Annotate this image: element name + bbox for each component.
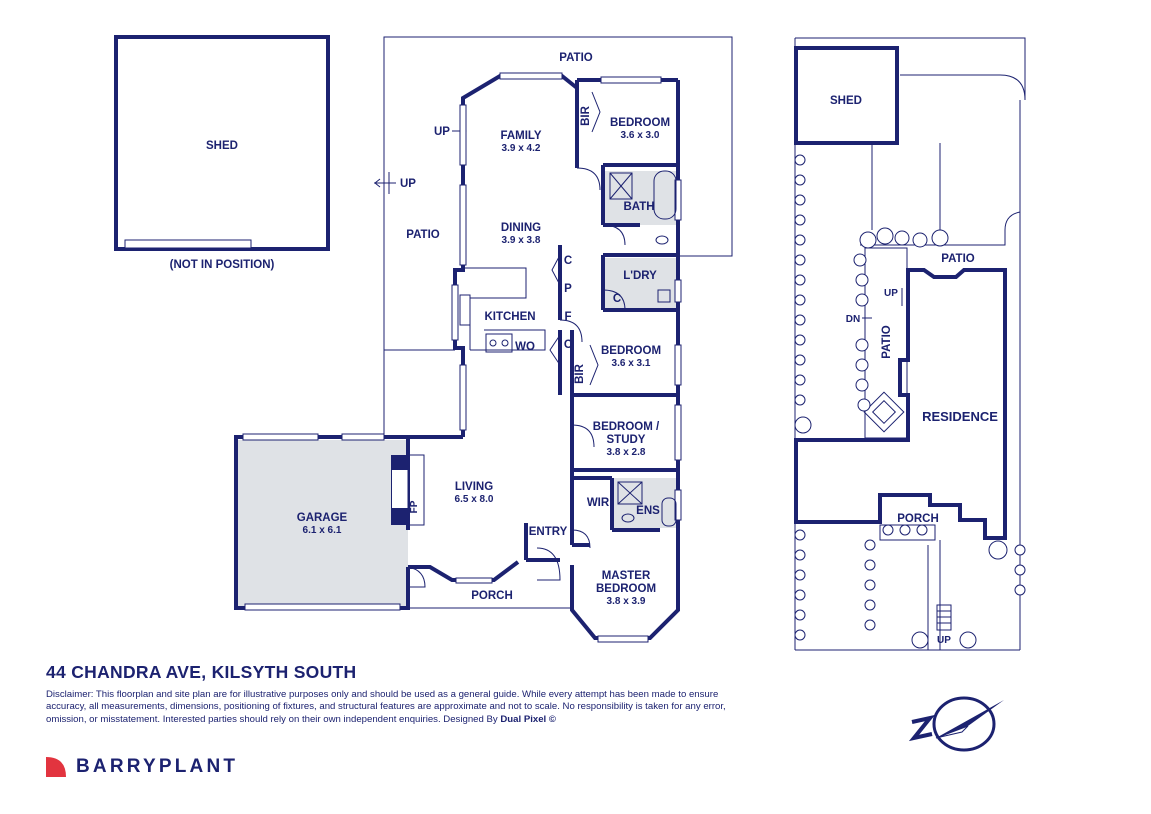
- patio-left-label: PATIO: [406, 229, 439, 241]
- wir-label: WIR: [587, 497, 610, 509]
- bedroom2-label: BEDROOM: [601, 345, 661, 357]
- brand-logo: BARRYPLANT: [46, 756, 238, 778]
- study-dims: 3.8 x 2.8: [607, 447, 646, 458]
- dining-dims: 3.9 x 3.8: [502, 235, 541, 246]
- up-family-label: UP: [434, 126, 450, 138]
- shed-note: (NOT IN POSITION): [170, 259, 275, 271]
- porch-label: PORCH: [471, 590, 513, 602]
- study-label-2: STUDY: [607, 434, 646, 446]
- grey-fills: [236, 171, 678, 606]
- residence-label: RESIDENCE: [922, 409, 998, 424]
- entry-label: ENTRY: [529, 526, 568, 538]
- fireplace-label: FP: [409, 500, 420, 513]
- bir1-label: BIR: [580, 105, 592, 126]
- fridge-label: F: [564, 311, 571, 323]
- bedroom1-dims: 3.6 x 3.0: [621, 130, 660, 141]
- brand-name: BARRYPLANT: [76, 756, 239, 777]
- property-address: 44 CHANDRA AVE, KILSYTH SOUTH: [46, 662, 357, 682]
- fixtures: [391, 91, 677, 609]
- family-label: FAMILY: [500, 130, 541, 142]
- patio-top-label: PATIO: [559, 52, 592, 64]
- bedroom2-dims: 3.6 x 3.1: [612, 358, 651, 369]
- designer-credit: Dual Pixel ©: [500, 713, 556, 725]
- dining-label: DINING: [501, 222, 541, 234]
- shed-label: SHED: [206, 140, 238, 152]
- kitchen-label: KITCHEN: [484, 311, 535, 323]
- study-label-1: BEDROOM /: [593, 421, 660, 433]
- pantry-label: P: [564, 283, 572, 295]
- north-compass-icon: [908, 696, 1004, 752]
- site-plan: SHED RESIDENCE PATIO PATIO UP DN PORCH U…: [794, 37, 1026, 651]
- site-up-path-label: UP: [937, 635, 951, 646]
- cupboard-c1: C: [564, 255, 572, 267]
- detached-shed: SHED (NOT IN POSITION): [114, 35, 330, 271]
- living-dims: 6.5 x 8.0: [455, 494, 494, 505]
- bath-label: BATH: [623, 201, 654, 213]
- site-up-label: UP: [884, 288, 898, 299]
- garage-dims: 6.1 x 6.1: [303, 525, 342, 536]
- disclaimer-body: Disclaimer: This floorplan and site plan…: [46, 689, 726, 725]
- master-label-1: MASTER: [602, 570, 651, 582]
- site-dn-label: DN: [846, 314, 860, 325]
- bedroom1-label: BEDROOM: [610, 117, 670, 129]
- site-patio-side-label: PATIO: [881, 325, 893, 358]
- cupboard-c3: C: [564, 339, 572, 351]
- site-porch-label: PORCH: [897, 513, 939, 525]
- ensuite-label: ENS: [636, 505, 660, 517]
- patio-outline: PATIO PATIO UP UP: [374, 36, 733, 437]
- disclaimer-text: Disclaimer: This floorplan and site plan…: [46, 689, 736, 726]
- site-shed-label: SHED: [830, 95, 862, 107]
- room-labels: FAMILY 3.9 x 4.2 DINING 3.9 x 3.8 KITCHE…: [297, 105, 670, 607]
- master-dims: 3.8 x 3.9: [607, 596, 646, 607]
- wall-oven-label: WO: [515, 341, 535, 353]
- garage-label: GARAGE: [297, 512, 348, 524]
- laundry-label: L'DRY: [623, 270, 657, 282]
- up-left-label: UP: [400, 178, 416, 190]
- master-label-2: BEDROOM: [596, 583, 656, 595]
- windows: [242, 72, 682, 643]
- bir2-label: BIR: [574, 363, 586, 384]
- site-trees: [794, 154, 1026, 649]
- family-dims: 3.9 x 4.2: [502, 143, 541, 154]
- cupboard-c2: C: [613, 293, 621, 305]
- site-patio-top-label: PATIO: [941, 253, 974, 265]
- living-label: LIVING: [455, 481, 493, 493]
- barryplant-logo-icon: [46, 757, 66, 777]
